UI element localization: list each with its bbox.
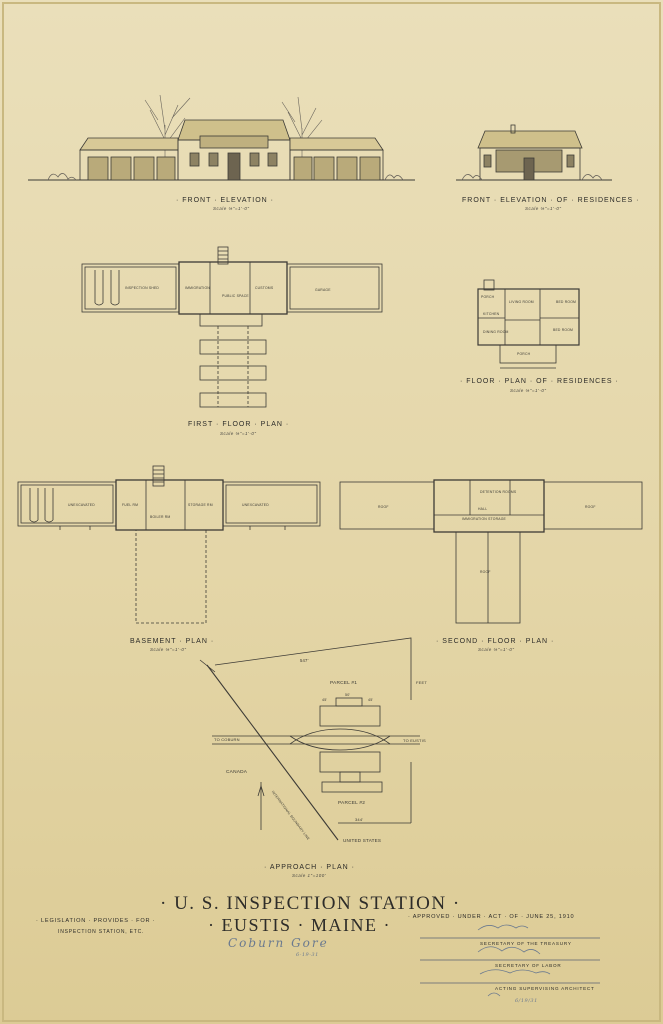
second-floor-plan-caption: · Second · Floor · Plan ·	[436, 638, 555, 645]
room-detention: Detention Rooms	[480, 490, 517, 494]
room-storage: Storage Rm	[188, 503, 213, 507]
room-fuel: Fuel Rm	[122, 503, 139, 507]
basement-plan-caption: Basement · Plan ·	[130, 638, 215, 645]
second-floor-plan	[339, 479, 643, 624]
signature-lines	[420, 924, 600, 997]
front-elevation-scale: Scale ⅛"=1'-0"	[213, 206, 250, 211]
first-floor-plan	[81, 246, 383, 408]
sheet-subtitle: · Eustis · Maine ·	[208, 915, 391, 935]
approach-dim-bottom: 344'	[355, 817, 364, 822]
room-unexcavated-right: Unexcavated	[242, 503, 269, 507]
room-roof-left: Roof	[378, 505, 389, 509]
legislation-line-1: · Legislation · Provides · for ·	[36, 918, 156, 924]
room-hall: Hall	[478, 507, 488, 511]
room-living-room: Living Room	[509, 300, 534, 304]
first-floor-plan-caption: First · Floor · Plan ·	[188, 421, 290, 428]
approach-to-coburn: To Coburn	[214, 737, 240, 742]
approach-parcel-1: Parcel #1	[330, 681, 358, 686]
approach-united-states: United States	[343, 838, 382, 843]
room-roof-right: Roof	[585, 505, 596, 509]
approach-canada: Canada	[226, 770, 248, 775]
room-bed-room-1: Bed Room	[556, 300, 577, 304]
second-floor-plan-scale: Scale ⅛"=1'-0"	[478, 647, 515, 652]
room-kitchen: Kitchen	[483, 312, 500, 316]
handwritten-coburn-gore: Coburn Gore	[228, 936, 329, 950]
approach-dim-c: 45'	[368, 698, 374, 702]
approval-statement: · Approved · Under · Act · of · June 25,…	[408, 914, 575, 920]
room-bed-room-2: Bed Room	[553, 328, 574, 332]
legislation-line-2: Inspection Station, Etc.	[58, 929, 145, 935]
basement-plan-scale: Scale ⅛"=1'-0"	[150, 647, 187, 652]
room-immigration-storage: Immigration Storage	[462, 517, 506, 521]
residence-floor-plan-scale: Scale ⅛"=1'-0"	[510, 388, 547, 393]
room-garage: Garage	[315, 288, 331, 292]
room-unexcavated-left: Unexcavated	[68, 503, 95, 507]
room-dining-room: Dining Room	[483, 330, 509, 334]
architect-date: 6/19/31	[515, 998, 538, 1004]
room-public-space: Public Space	[222, 294, 249, 298]
room-porch-top: Porch	[481, 295, 495, 299]
residence-elevation	[456, 124, 612, 181]
residence-elevation-scale: Scale ⅛"=1'-0"	[525, 206, 562, 211]
approach-dim-b: 50'	[345, 693, 351, 697]
front-elevation-caption: · Front · Elevation ·	[176, 197, 275, 204]
room-porch-bottom: Porch	[517, 352, 531, 356]
approach-dim-top: 547'	[300, 658, 309, 663]
room-inspection-shed: Inspection Shed	[125, 286, 160, 290]
secretary-labor-label: Secretary of Labor	[495, 963, 562, 968]
approach-plan-caption: · Approach · Plan ·	[264, 864, 355, 871]
room-customs: Customs	[255, 286, 274, 290]
approach-plan	[199, 637, 420, 841]
acting-architect-label: Acting Supervising Architect	[495, 986, 595, 991]
approach-parcel-2: Parcel #2	[338, 801, 366, 806]
room-roof-bottom: Roof	[480, 570, 491, 574]
secretary-treasury-label: Secretary of the Treasury	[480, 941, 572, 946]
front-elevation	[28, 94, 415, 181]
approach-plan-scale: Scale 1"=100'	[292, 873, 327, 878]
room-boiler: Boiler Rm	[150, 515, 171, 519]
approach-dim-right: Feet	[416, 680, 428, 685]
approach-dim-a: 45'	[322, 698, 328, 702]
sheet-title: · U. S. Inspection Station ·	[160, 893, 461, 914]
residence-floor-plan-caption: · Floor · Plan · of · Residences ·	[460, 378, 619, 385]
residence-elevation-caption: Front · Elevation · of · Residences ·	[462, 197, 640, 204]
room-immigration: Immigration	[185, 286, 210, 290]
first-floor-plan-scale: Scale ⅛"=1'-0"	[220, 431, 257, 436]
residence-floor-plan	[477, 279, 580, 369]
handwritten-date: 6-19-31	[296, 952, 319, 958]
basement-plan	[17, 465, 321, 624]
approach-to-eustis: To Eustis	[403, 738, 426, 743]
